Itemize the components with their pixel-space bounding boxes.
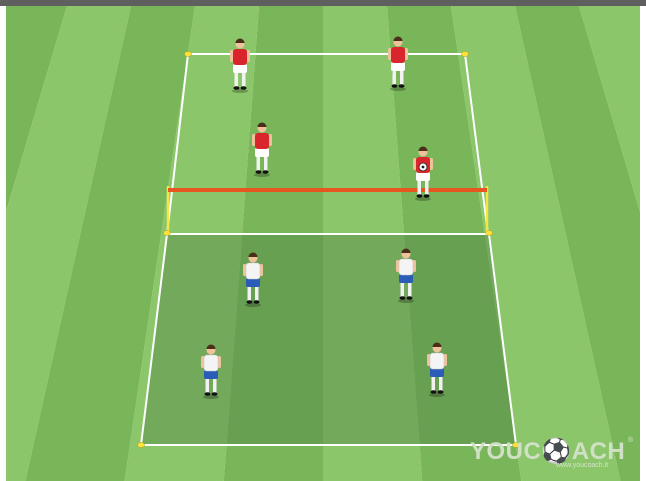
- cone: [185, 52, 192, 57]
- youcoach-watermark: YOUC⚽ACH ® www.youcoach.it: [470, 437, 635, 473]
- white-team-zone: [141, 234, 516, 445]
- ball: [419, 163, 427, 171]
- soccer-ball-icon: ⚽: [541, 438, 571, 465]
- cone: [164, 231, 171, 236]
- registered-mark: ®: [628, 437, 633, 444]
- watermark-brand-part2: ACH: [572, 438, 626, 465]
- right-border: [640, 6, 646, 481]
- watermark-url: www.youcoach.it: [556, 462, 608, 469]
- cone: [462, 52, 469, 57]
- left-border: [0, 6, 6, 481]
- cone: [486, 231, 493, 236]
- watermark-brand-part1: YOUC: [470, 438, 541, 465]
- cone: [138, 443, 145, 448]
